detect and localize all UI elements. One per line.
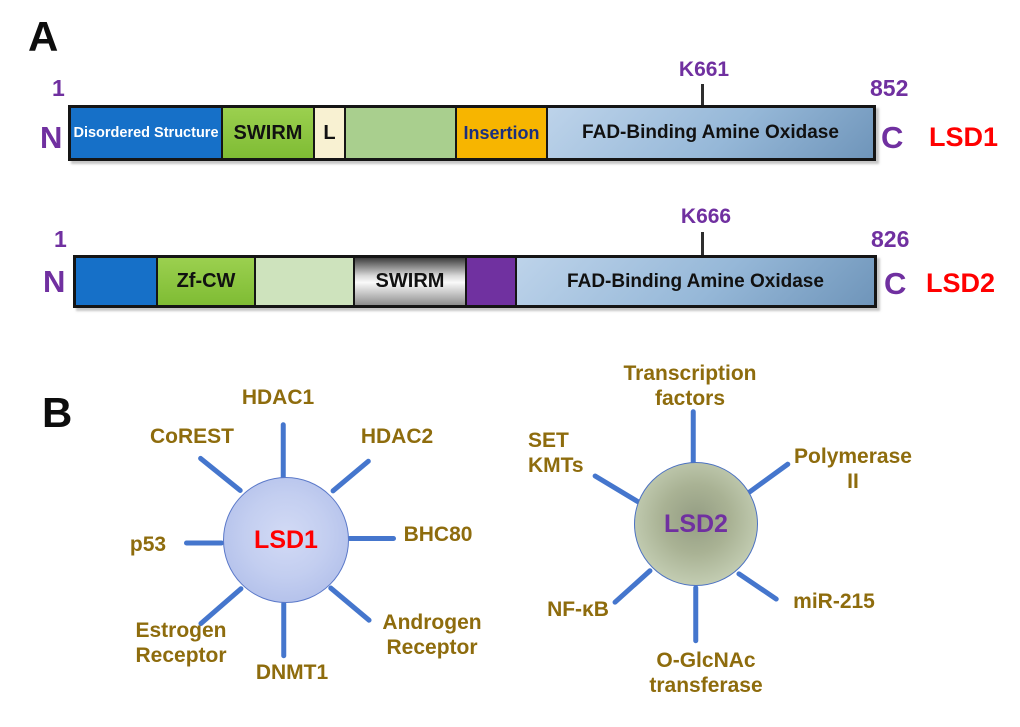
- lsd1-spoke-corest: [197, 455, 244, 494]
- lsd2-end-residue: 826: [871, 226, 910, 252]
- partner-label-dnmt1: DNMT1: [255, 661, 329, 684]
- lsd2-c-terminus-label: C: [884, 266, 907, 301]
- partner-label-transcription-factors: Transcription factors: [623, 362, 757, 410]
- lsd1-domain-insertion: Insertion: [455, 108, 546, 158]
- lsd2-n-terminus-label: N: [43, 264, 66, 299]
- lsd1-domain-linker: L: [313, 108, 344, 158]
- partner-label-estrogen-receptor: Estrogen Receptor: [135, 619, 227, 667]
- lsd1-protein-name: LSD1: [929, 122, 999, 152]
- lsd1-spoke-androgen-receptor: [327, 584, 373, 624]
- lsd1-domain-bar: Disordered Structure SWIRM L Insertion F…: [68, 105, 876, 161]
- lsd2-domain-fad-amine-oxidase: FAD-Binding Amine Oxidase: [515, 258, 874, 305]
- lsd1-domain-fad-amine-oxidase: FAD-Binding Amine Oxidase: [546, 108, 873, 158]
- lsd1-domain-swirm: SWIRM: [221, 108, 313, 158]
- panel-a-label: A: [28, 13, 59, 60]
- lsd2-domain-bar: Zf-CW SWIRM FAD-Binding Amine Oxidase: [73, 255, 877, 308]
- lsd1-site-tick: [701, 84, 704, 105]
- lsd2-domain-zfcw: Zf-CW: [156, 258, 254, 305]
- lsd2-domain-blue-unlabeled: [76, 258, 156, 305]
- partner-label-p53: p53: [129, 533, 167, 556]
- partner-label-corest: CoREST: [150, 425, 234, 448]
- lsd2-k666-site-label: K666: [680, 205, 732, 228]
- lsd2-domain-swirm: SWIRM: [353, 258, 465, 305]
- lsd1-spoke-p53: [184, 541, 224, 546]
- lsd2-spoke-transcription-factors: [690, 409, 696, 466]
- partner-label-set-kmts: SET KMTs: [528, 429, 584, 477]
- lsd2-spoke-set-kmts: [591, 472, 642, 506]
- lsd1-hub-circle: LSD1: [223, 477, 349, 603]
- lsd1-c-terminus-label: C: [881, 120, 904, 155]
- lsd2-spoke-mir-215: [735, 570, 780, 603]
- partner-label-hdac1: HDAC1: [241, 386, 315, 409]
- partner-label-hdac2: HDAC2: [360, 425, 434, 448]
- lsd2-domain-purple-unlabeled: [465, 258, 515, 305]
- lsd2-protein-name: LSD2: [926, 268, 996, 298]
- panel-b-label: B: [42, 389, 73, 436]
- lsd2-spoke-oglcnac: [693, 585, 699, 644]
- partner-label-oglcnac-transferase: O-GlcNAc transferase: [649, 649, 763, 697]
- lsd2-hub-circle: LSD2: [634, 462, 758, 586]
- partner-label-polymerase-ii: Polymerase II: [794, 445, 912, 493]
- lsd2-domain-unlabeled: [254, 258, 353, 305]
- lsd1-n-terminus-label: N: [40, 120, 63, 155]
- lsd1-spoke-dnmt1: [281, 601, 287, 659]
- lsd1-hub-label: LSD1: [254, 525, 318, 554]
- lsd1-spoke-hdac2: [329, 457, 372, 494]
- lsd1-domain-disordered-structure: Disordered Structure: [71, 108, 221, 158]
- lsd2-start-residue: 1: [54, 226, 67, 252]
- partner-label-androgen-receptor: Androgen Receptor: [382, 611, 482, 659]
- lsd2-site-tick: [701, 232, 704, 255]
- lsd2-hub-label: LSD2: [664, 509, 728, 538]
- lsd1-spoke-hdac1: [280, 422, 286, 481]
- lsd2-spoke-polymerase-ii: [744, 460, 792, 497]
- lsd1-start-residue: 1: [52, 75, 65, 101]
- lsd1-spoke-bhc80: [347, 536, 396, 541]
- lsd1-domain-unlabeled: [344, 108, 455, 158]
- lsd1-end-residue: 852: [870, 75, 909, 101]
- lsd1-k661-site-label: K661: [678, 58, 730, 81]
- lsd2-spoke-nfkb: [611, 567, 654, 606]
- partner-label-mir-215: miR-215: [793, 590, 875, 613]
- partner-label-nfkb: NF-κB: [547, 598, 609, 621]
- partner-label-bhc80: BHC80: [403, 523, 473, 546]
